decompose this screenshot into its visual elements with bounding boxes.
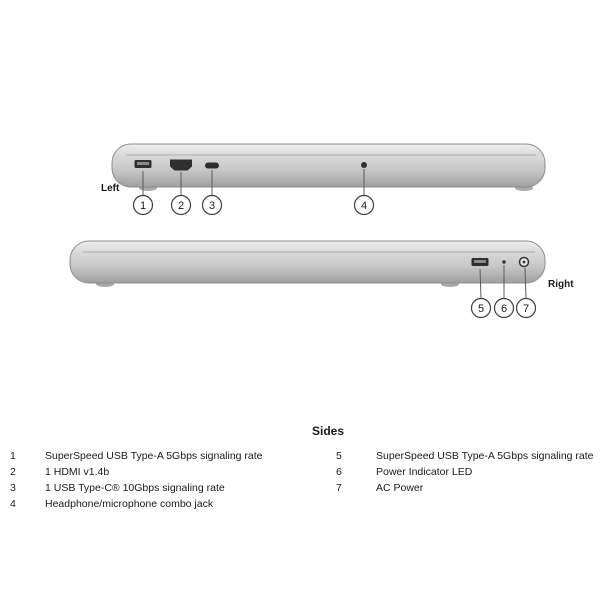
legend-item-5: 5 SuperSpeed USB Type-A 5Gbps signaling r… [336,450,594,462]
ac-power-pin [522,260,526,264]
callout-7: 7 [515,267,537,319]
usb-a-port-tongue [474,260,486,263]
legend-item-2: 2 1 HDMI v1.4b [10,466,109,478]
legend-title: Sides [312,424,345,438]
callout-5: 5 [470,268,492,319]
legend-item-number: 2 [10,466,16,478]
callout-3: 3 [201,170,223,216]
callout-6: 6 [493,265,515,319]
legend-item-6: 6 Power Indicator LED [336,466,472,478]
callout-number: 4 [361,200,367,212]
callout-circle [353,194,375,216]
legend-item-desc: SuperSpeed USB Type-A 5Gbps signaling ra… [45,450,263,462]
callout-number: 3 [209,200,215,212]
legend-item-desc: SuperSpeed USB Type-A 5Gbps signaling ra… [376,450,594,462]
right-view-label: Right [548,279,574,290]
legend-item-number: 6 [336,466,342,478]
callout-4: 4 [353,169,375,216]
laptop-right-side-view: Right 5 6 7 [69,240,574,319]
callout-circle [470,297,492,319]
callout-circle [515,297,537,319]
callout-number: 2 [178,200,184,212]
legend-item-desc: 1 USB Type-C® 10Gbps signaling rate [45,482,225,494]
left-view-label: Left [101,183,120,194]
callout-number: 6 [501,303,507,315]
callout-circle [170,194,192,216]
callout-circle [493,297,515,319]
callout-2: 2 [170,172,192,216]
callout-number: 1 [140,200,146,212]
legend-item-desc: AC Power [376,482,424,494]
hdmi-port [170,159,192,171]
legend-item-number: 1 [10,450,16,462]
usb-c-port [205,162,219,169]
legend-item-desc: Headphone/microphone combo jack [45,498,214,510]
callout-1: 1 [132,171,154,216]
legend-item-4: 4 Headphone/microphone combo jack [10,498,213,510]
callout-circle [201,194,223,216]
laptop-left-side-view: Left 1 2 3 4 [101,143,546,216]
callout-line [479,268,482,299]
legend-item-7: 7 AC Power [336,482,423,494]
legend-item-number: 5 [336,450,342,462]
legend-item-desc: 1 HDMI v1.4b [45,466,110,478]
callout-line [524,267,527,299]
legend-item-number: 4 [10,498,16,510]
callout-number: 5 [478,303,484,315]
legend-item-number: 7 [336,482,342,494]
legend-item-number: 3 [10,482,16,494]
callout-number: 7 [523,303,529,315]
usb-a-port-tongue [137,162,149,165]
power-indicator-led [502,260,506,264]
callout-circle [132,194,154,216]
legend-item-3: 3 1 USB Type-C® 10Gbps signaling rate [10,482,225,494]
legend-item-desc: Power Indicator LED [376,466,473,478]
headphone-jack [361,162,367,168]
legend-item-1: 1 SuperSpeed USB Type-A 5Gbps signaling r… [10,450,263,462]
